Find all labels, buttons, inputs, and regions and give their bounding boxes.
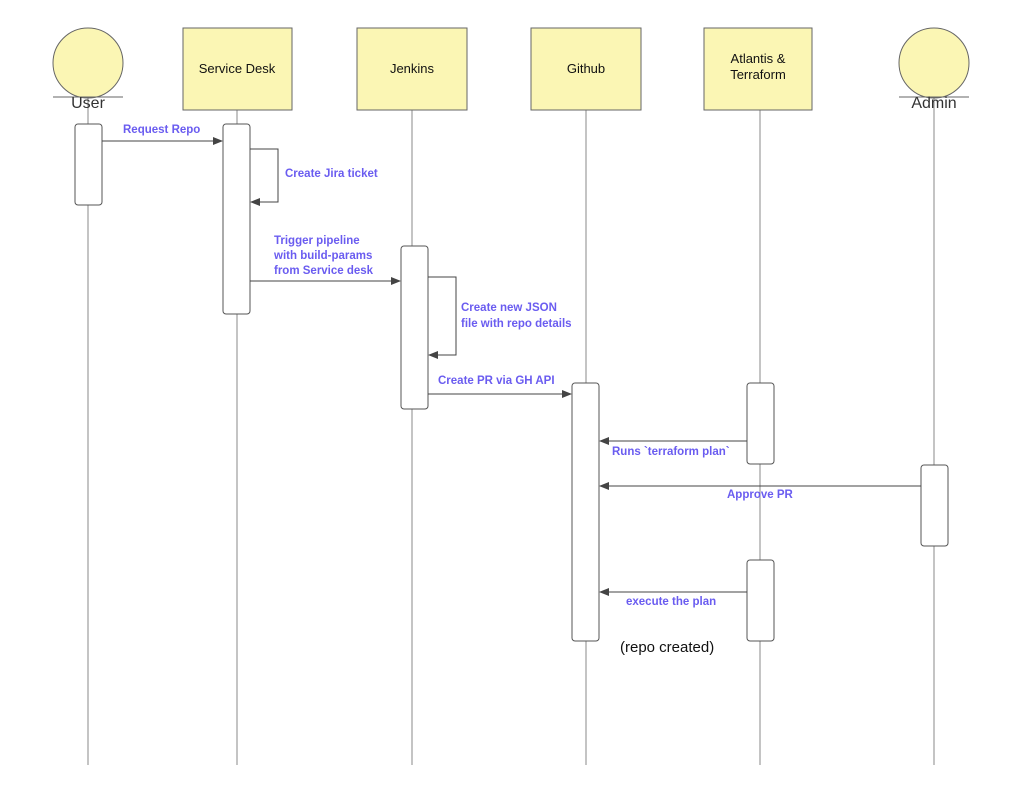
admin-actor-icon: [898, 27, 970, 99]
message-label-line2: with build-params: [273, 250, 372, 262]
message-label: Approve PR: [727, 489, 794, 501]
message-label-line3: from Service desk: [274, 265, 374, 277]
participant-jenkins: Jenkins: [356, 27, 468, 111]
message-label: execute the plan: [626, 596, 716, 608]
message-label: Create Jira ticket: [285, 168, 378, 180]
activation-service-desk: [222, 123, 251, 315]
participant-label-atlantis-line1: Atlantis &: [731, 51, 786, 66]
message-create-json: Create new JSON file with repo details: [428, 276, 572, 359]
participant-label-github: Github: [567, 61, 605, 76]
self-message-arrow: [250, 148, 279, 206]
message-request-repo: Request Repo: [102, 124, 223, 145]
self-message-arrow: [428, 276, 457, 359]
participant-label-admin: Admin: [911, 95, 956, 112]
message-trigger-pipeline: Trigger pipeline with build-params from …: [250, 235, 401, 285]
participant-github: Github: [530, 27, 642, 111]
participant-label-user: User: [71, 95, 105, 112]
participant-atlantis: Atlantis & Terraform: [703, 27, 813, 111]
message-approve-pr: Approve PR: [599, 482, 921, 501]
message-label: Create PR via GH API: [438, 375, 555, 387]
participant-service-desk: Service Desk: [182, 27, 293, 111]
participant-label-jenkins: Jenkins: [390, 61, 435, 76]
activation-atlantis-2: [746, 559, 775, 642]
participant-label-service-desk: Service Desk: [199, 61, 276, 76]
message-label-line1: Create new JSON: [461, 302, 557, 314]
note-repo-created: (repo created): [620, 639, 714, 656]
message-label-line1: Trigger pipeline: [274, 235, 360, 247]
activation-atlantis-1: [746, 382, 775, 465]
user-actor-icon: [52, 27, 124, 99]
message-execute-plan: execute the plan: [599, 588, 747, 608]
message-create-jira: Create Jira ticket: [250, 148, 378, 206]
message-terraform-plan: Runs `terraform plan`: [599, 437, 747, 458]
activation-user: [74, 123, 103, 206]
activation-github: [571, 382, 600, 642]
activation-admin: [920, 464, 949, 547]
message-label: Request Repo: [123, 124, 200, 136]
message-label: Runs `terraform plan`: [612, 446, 730, 458]
participant-user: User: [52, 27, 124, 112]
message-label-line2: file with repo details: [461, 318, 572, 330]
activation-jenkins: [400, 245, 429, 410]
participant-admin: Admin: [898, 27, 970, 112]
participant-label-atlantis-line2: Terraform: [730, 67, 786, 82]
message-create-pr: Create PR via GH API: [428, 375, 572, 398]
